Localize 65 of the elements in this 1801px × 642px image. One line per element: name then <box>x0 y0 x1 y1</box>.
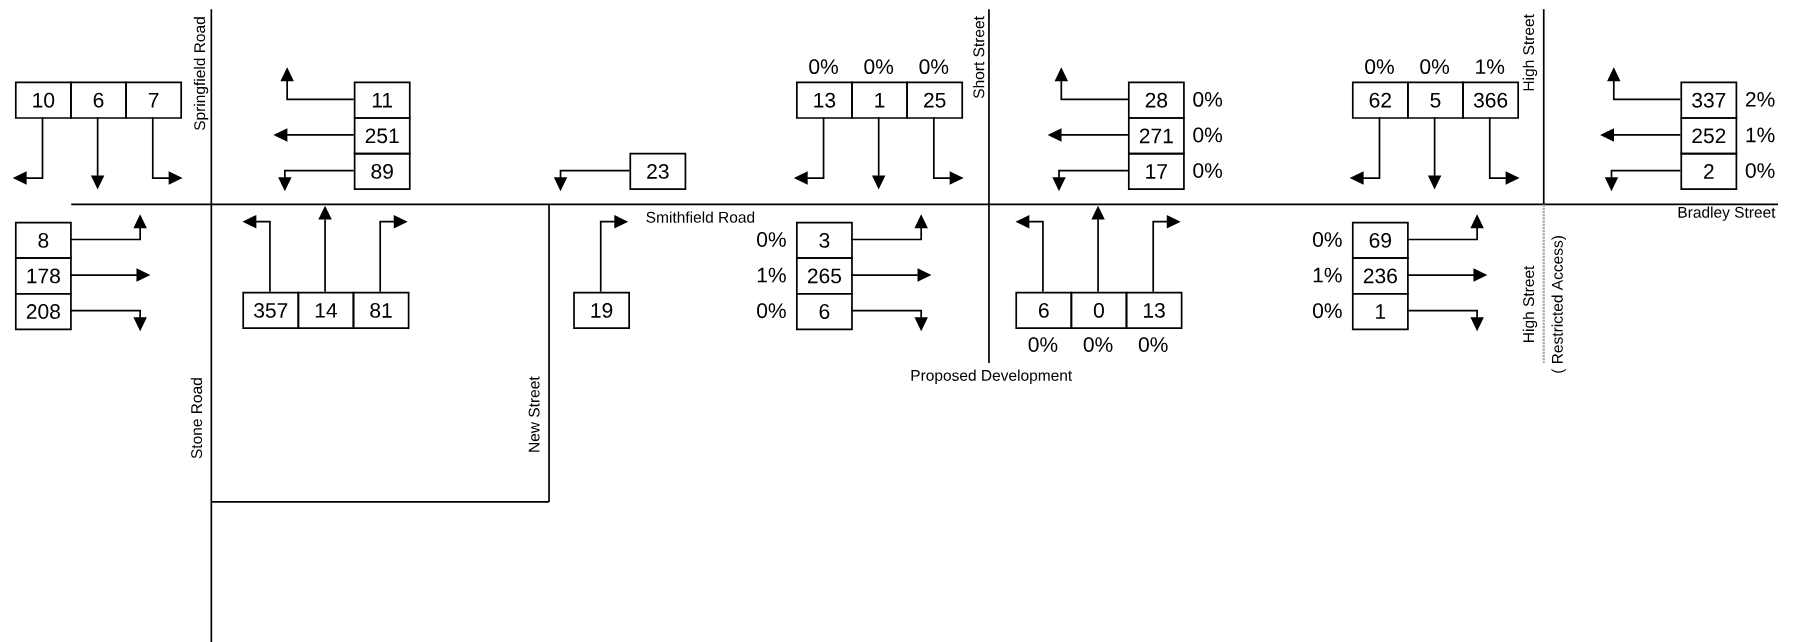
percentage-label: 0% <box>1193 91 1223 107</box>
percentage-label: 0% <box>1028 337 1058 352</box>
count-box: 13 <box>796 81 853 119</box>
count-box: 3 <box>796 221 853 259</box>
count-box: 7 <box>125 81 183 119</box>
count-box: 69 <box>1351 221 1409 259</box>
percentage-label: 1% <box>1476 59 1505 74</box>
count-box: 14 <box>297 291 355 330</box>
count-box: 366 <box>1462 81 1519 119</box>
percentage-label: 0% <box>1313 232 1342 247</box>
count-box: 11 <box>353 81 411 119</box>
count-box: 28 <box>1127 81 1185 119</box>
percentage-label: 0% <box>757 232 786 247</box>
percentage-label: 0% <box>1313 303 1342 319</box>
count-box: 178 <box>14 257 72 295</box>
street-label: High Street <box>1522 265 1538 342</box>
percentage-label: 1% <box>1746 127 1775 143</box>
count-box: 337 <box>1680 81 1738 119</box>
count-box: 357 <box>242 291 300 330</box>
street-label: Short Street <box>972 16 985 99</box>
percentage-label: 0% <box>1083 337 1113 352</box>
count-box: 6 <box>796 292 853 331</box>
count-box: 6 <box>70 81 127 119</box>
count-box: 1 <box>851 81 908 119</box>
percentage-label: 0% <box>1420 59 1450 74</box>
count-box: 5 <box>1407 81 1464 119</box>
count-box: 271 <box>1127 117 1185 155</box>
count-box: 2 <box>1680 152 1738 191</box>
count-box: 236 <box>1351 257 1409 295</box>
percentage-label: 0% <box>809 59 838 74</box>
count-box: 13 <box>1125 291 1183 330</box>
count-box: 17 <box>1127 152 1185 191</box>
count-box: 251 <box>353 117 411 155</box>
count-box: 8 <box>14 221 72 259</box>
percentage-label: 0% <box>1193 163 1223 178</box>
street-label: High Street <box>1522 14 1538 91</box>
count-box: 208 <box>14 292 72 331</box>
count-box: 25 <box>906 81 964 119</box>
street-label: ( Restricted Access) <box>1551 236 1566 373</box>
percentage-label: 0% <box>1745 163 1775 178</box>
street-label: Smithfield Road <box>646 211 755 223</box>
street-label: Bradley Street <box>1678 206 1776 221</box>
count-box: 0 <box>1070 291 1128 330</box>
count-box: 62 <box>1351 81 1409 119</box>
count-box: 81 <box>352 291 410 330</box>
count-box: 89 <box>353 152 411 191</box>
count-box: 23 <box>629 152 687 191</box>
count-box: 19 <box>573 291 630 330</box>
count-box: 265 <box>796 257 853 295</box>
percentage-label: 2% <box>1746 91 1775 107</box>
percentage-label: 0% <box>1138 337 1168 352</box>
percentage-label: 0% <box>757 303 786 319</box>
percentage-label: 1% <box>757 267 786 283</box>
street-label: Proposed Development <box>911 369 1073 384</box>
count-box: 252 <box>1680 117 1738 155</box>
count-box: 6 <box>1015 291 1073 330</box>
street-label: New Street <box>528 376 540 452</box>
percentage-label: 0% <box>1193 127 1223 143</box>
percentage-label: 0% <box>1365 59 1394 74</box>
percentage-label: 0% <box>919 59 949 74</box>
percentage-label: 1% <box>1313 267 1342 283</box>
percentage-label: 0% <box>864 59 894 74</box>
count-box: 1 <box>1351 292 1409 331</box>
count-box: 10 <box>14 81 72 119</box>
street-label: Stone Road <box>190 378 203 459</box>
